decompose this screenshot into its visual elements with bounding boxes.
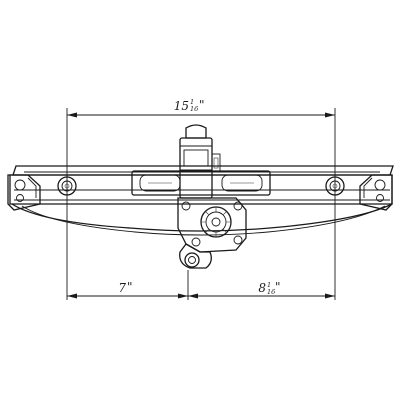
right-bracket-outline — [359, 174, 393, 211]
gearbox-bolt-bottom-left — [191, 237, 201, 247]
arrowhead-left — [67, 112, 77, 118]
dimension-overall: 15 1 16 " — [66, 98, 336, 300]
motor-body — [179, 137, 213, 199]
label-right-whole: 8 — [258, 281, 266, 295]
left-end-bracket — [7, 174, 41, 211]
motor-connector — [211, 153, 221, 173]
gear-hub — [211, 217, 221, 227]
center-carriage — [131, 170, 271, 196]
label-right: 8 1 16 " — [258, 280, 280, 296]
arrowhead-right — [325, 112, 335, 118]
left-pulley-outer — [57, 176, 77, 196]
left-bracket-hole-top — [14, 179, 26, 191]
right-bracket-hole-top — [374, 179, 386, 191]
left-bracket-hole-bottom — [16, 194, 24, 202]
motor-connector-pin — [213, 157, 219, 169]
label-overall-num: 1 — [190, 98, 194, 106]
label-right-num: 1 — [267, 281, 271, 289]
label-left: 7 " — [118, 280, 132, 295]
output-drum-inner — [188, 256, 196, 264]
label-overall-mark: " — [199, 98, 205, 112]
gearbox-housing — [177, 197, 247, 253]
gear-teeth — [201, 207, 231, 237]
gearbox — [177, 197, 247, 253]
label-right-den: 16 — [267, 288, 275, 296]
left-pulley-hub — [64, 183, 70, 189]
right-pulley-inner — [329, 180, 341, 192]
output-drum — [179, 243, 212, 269]
motor-cylinder — [179, 124, 221, 199]
carriage-plate — [131, 170, 271, 196]
label-left-mark: " — [127, 280, 133, 294]
label-overall-whole: 15 — [174, 99, 189, 113]
label-left-whole: 7 — [118, 281, 126, 295]
motor-label-plate — [183, 149, 209, 167]
right-bracket-hole-bottom — [376, 194, 384, 202]
label-overall: 15 1 16 " — [174, 98, 205, 113]
arrowhead-center-right — [188, 293, 198, 299]
left-pulley-inner — [61, 180, 73, 192]
left-bracket-outline — [7, 174, 41, 211]
motor-end-cap — [185, 124, 207, 139]
dimension-split: 7 " 8 1 16 " — [67, 270, 335, 300]
output-drum-housing — [179, 243, 212, 269]
cable-assembly — [11, 203, 393, 236]
right-bracket-detail — [363, 177, 373, 198]
label-right-mark: " — [275, 280, 281, 294]
gearbox-bolt-top-right — [233, 201, 243, 211]
right-pulley — [325, 176, 345, 196]
arrowhead-left-segment — [67, 293, 77, 299]
label-overall-den: 16 — [190, 105, 198, 113]
gearbox-bolt-top-left — [181, 201, 191, 211]
right-end-bracket — [359, 174, 393, 211]
cable-lower — [21, 205, 386, 236]
right-pulley-outer — [325, 176, 345, 196]
right-pulley-hub — [332, 183, 338, 189]
left-bracket-detail — [27, 177, 37, 198]
arrowhead-center-left — [178, 293, 188, 299]
left-pulley — [57, 176, 77, 196]
gearbox-bolt-bottom-right — [233, 235, 243, 245]
output-drum-outer — [184, 252, 200, 268]
carriage-slot-right — [221, 174, 263, 192]
arrowhead-right-segment — [325, 293, 335, 299]
